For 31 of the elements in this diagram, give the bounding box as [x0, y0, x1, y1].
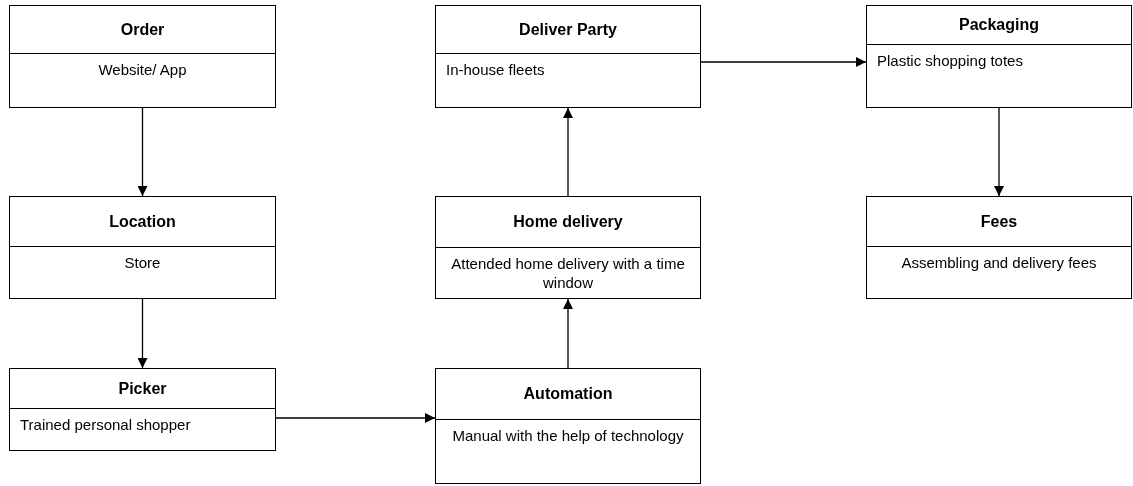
arrow: [275, 413, 436, 423]
arrow: [700, 57, 867, 67]
box-text: Assembling and delivery fees: [867, 246, 1131, 298]
box-text: In-house fleets: [436, 53, 700, 107]
box-heading: Packaging: [958, 15, 1040, 35]
box-text: Trained personal shopper: [10, 408, 275, 450]
box-heading: Home delivery: [512, 212, 624, 232]
process-box: [435, 5, 701, 108]
process-box: [866, 196, 1132, 299]
box-text: Manual with the help of technology: [436, 419, 700, 483]
process-box: [9, 5, 276, 108]
box-text: Store: [10, 246, 275, 298]
process-box: [9, 196, 276, 299]
arrow: [994, 107, 1004, 197]
arrow: [563, 298, 573, 369]
box-heading: Deliver Party: [518, 19, 618, 40]
box-heading: Location: [108, 211, 177, 232]
process-box: [435, 368, 701, 484]
arrow: [137, 107, 148, 197]
process-box: [9, 368, 276, 451]
box-heading: Order: [119, 19, 166, 40]
box-heading: Fees: [979, 211, 1019, 232]
box-text: Website/ App: [10, 53, 275, 107]
process-box: [866, 5, 1132, 108]
box-heading: Picker: [117, 378, 168, 399]
box-text: Plastic shopping totes: [867, 44, 1131, 107]
box-text: Attended home delivery with a time window: [436, 247, 700, 298]
box-heading: Automation: [522, 384, 614, 404]
process-box: [435, 196, 701, 299]
arrow: [563, 107, 573, 197]
arrow: [137, 298, 148, 369]
